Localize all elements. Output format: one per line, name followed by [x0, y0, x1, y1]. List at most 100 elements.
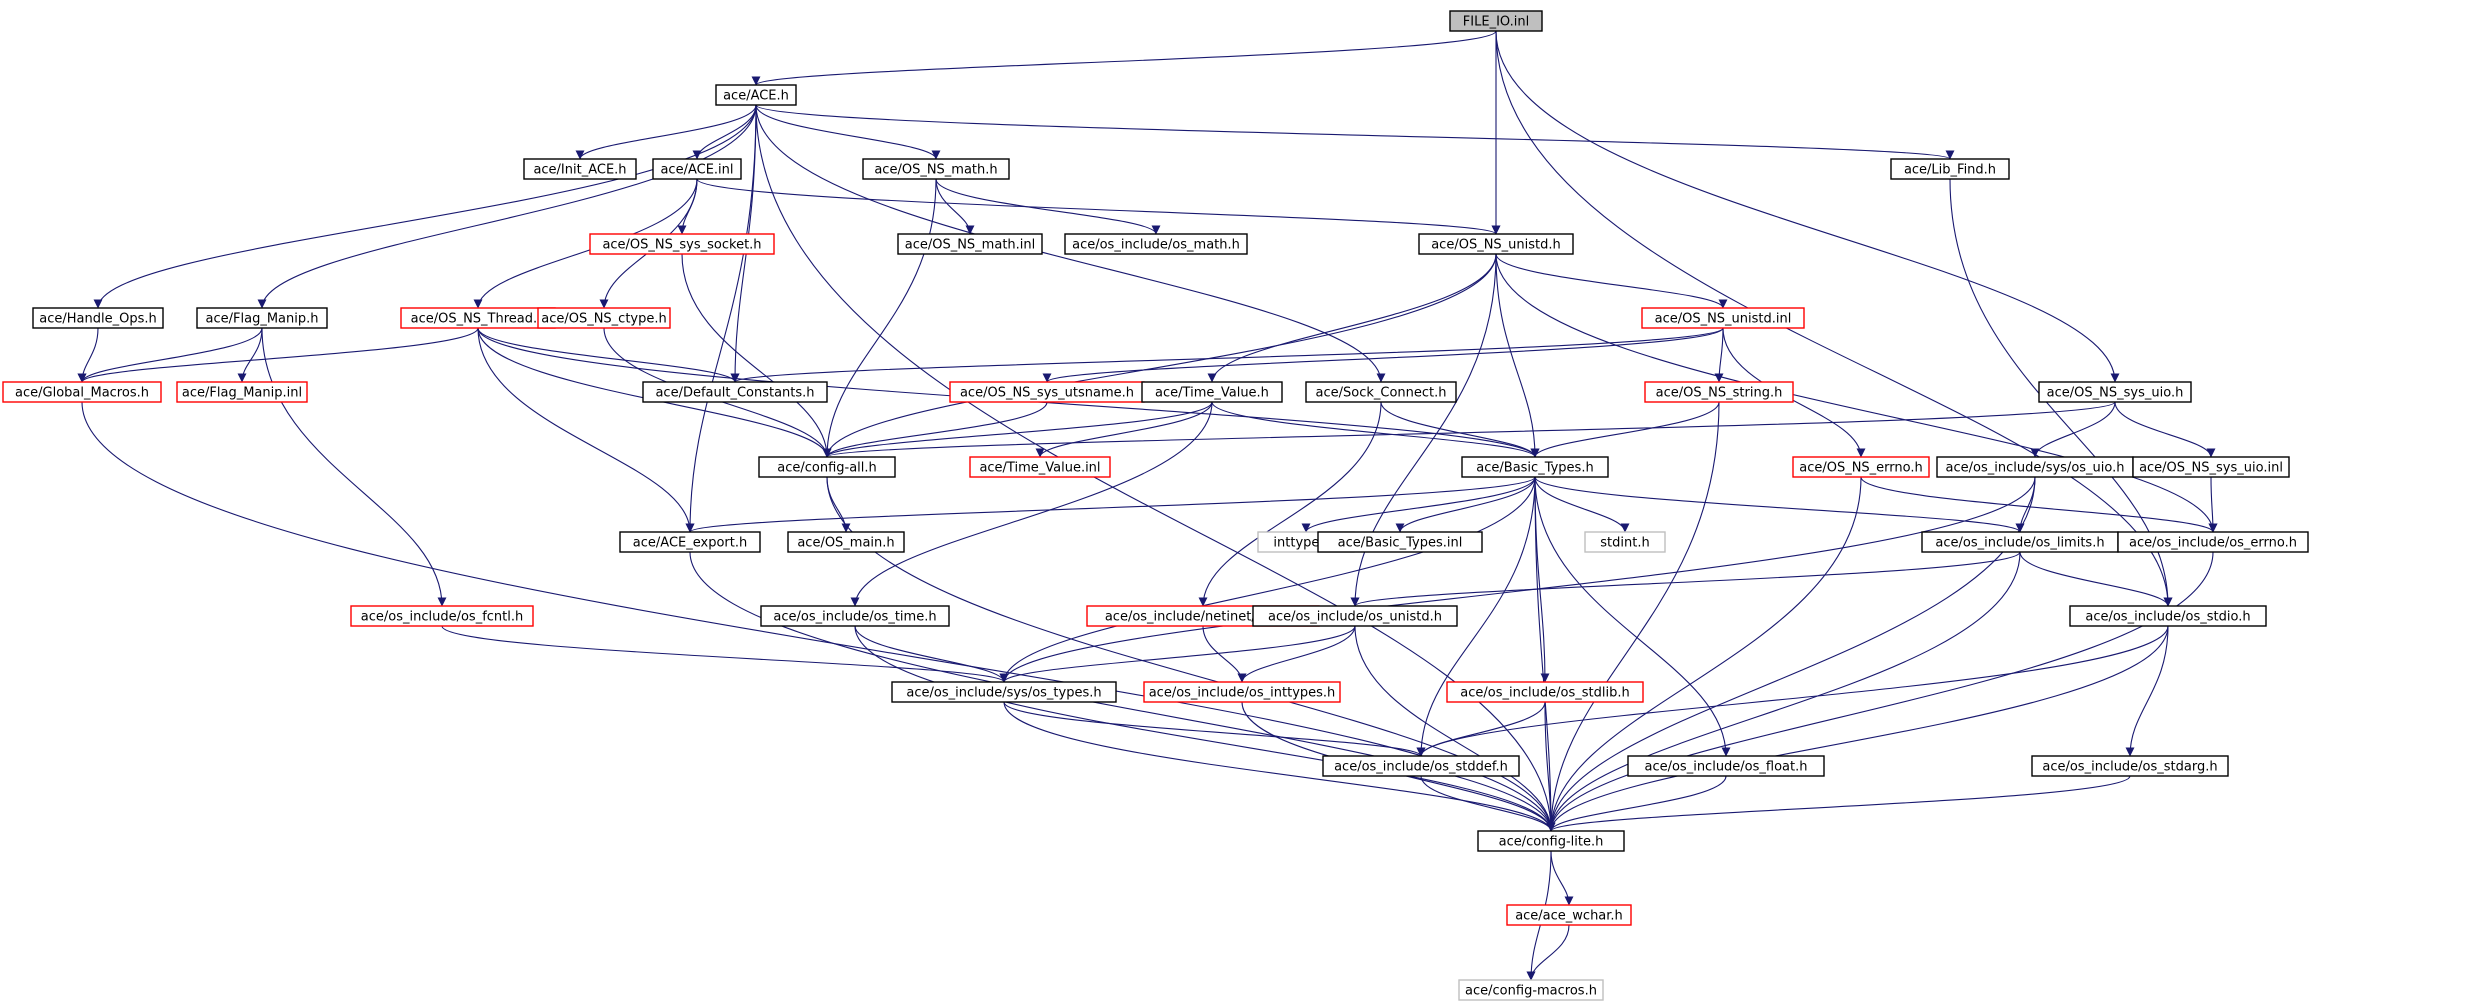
node-os-ns-unistd-inl[interactable]: ace/OS_NS_unistd.inl [1641, 307, 1805, 329]
node-os-stdlib[interactable]: ace/os_include/os_stdlib.h [1446, 681, 1644, 703]
node-label: ace/OS_NS_Thread.h [411, 312, 546, 327]
node-sys-os-uio[interactable]: ace/os_include/sys/os_uio.h [1936, 456, 2134, 478]
node-os-unistd[interactable]: ace/os_include/os_unistd.h [1252, 605, 1458, 627]
node-box [891, 681, 1117, 703]
edge-config_lite-to-ace_wchar [1550, 850, 1574, 906]
node-os-ns-math-inl[interactable]: ace/OS_NS_math.inl [897, 233, 1043, 255]
edge-os_ns_math-to-os_ns_math_inl [935, 178, 975, 235]
node-os-limits[interactable]: ace/os_include/os_limits.h [1921, 531, 2119, 553]
node-label: ace/OS_NS_unistd.h [1431, 238, 1561, 253]
node-label: ace/os_include/os_stdarg.h [2042, 760, 2217, 775]
node-box [537, 307, 671, 329]
edge-os_ns_thread-to-default_constants [477, 327, 740, 383]
node-os-stdio[interactable]: ace/os_include/os_stdio.h [2069, 605, 2267, 627]
node-label: ace/config-all.h [777, 461, 877, 476]
edge-os_ns_unistd_inl-to-os_ns_sys_utsname [1042, 327, 1724, 383]
node-label: ace/Basic_Types.h [1476, 461, 1593, 476]
node-label: FILE_IO.inl [1463, 15, 1529, 30]
edge-os_stdio-to-os_stdarg [2125, 625, 2169, 757]
node-label: ace/Flag_Manip.inl [182, 386, 302, 401]
node-label: ace/Time_Value.inl [979, 461, 1100, 476]
edge-os_limits-to-os_unistd [1350, 551, 2021, 607]
node-os-ns-thread[interactable]: ace/OS_NS_Thread.h [400, 307, 556, 329]
node-label: ace/os_include/os_inttypes.h [1149, 686, 1336, 701]
node-sys-os-types[interactable]: ace/os_include/sys/os_types.h [891, 681, 1117, 703]
node-os-ns-math[interactable]: ace/OS_NS_math.h [862, 158, 1010, 180]
node-os-float[interactable]: ace/os_include/os_float.h [1627, 755, 1825, 777]
edge-os_float-to-config_lite [1546, 775, 1727, 832]
node-os-ns-sys-uio[interactable]: ace/OS_NS_sys_uio.h [2038, 381, 2192, 403]
edge-handle_ops-to-global_macros [77, 327, 99, 383]
node-os-ns-string[interactable]: ace/OS_NS_string.h [1644, 381, 1794, 403]
node-os-stdarg[interactable]: ace/os_include/os_stdarg.h [2031, 755, 2229, 777]
edge-os_time-to-sys_os_types [854, 625, 1009, 683]
node-os-ns-sys-uio-inl[interactable]: ace/OS_NS_sys_uio.inl [2132, 456, 2290, 478]
node-label: ace/os_include/os_stddef.h [1334, 760, 1508, 775]
node-global-macros[interactable]: ace/Global_Macros.h [2, 381, 162, 403]
node-handle-ops[interactable]: ace/Handle_Ops.h [32, 307, 164, 329]
edge-os_ns_unistd-to-os_unistd [1350, 253, 1497, 607]
node-ace-wchar[interactable]: ace/ace_wchar.h [1506, 904, 1632, 926]
edge-basic_types-to-inttypes [1301, 476, 1536, 533]
edge-config_all-to-os_main [826, 476, 851, 533]
node-box [196, 307, 328, 329]
node-box [787, 531, 905, 553]
node-box [1477, 830, 1625, 852]
node-sock-connect[interactable]: ace/Sock_Connect.h [1305, 381, 1457, 403]
node-os-errno[interactable]: ace/os_include/os_errno.h [2117, 531, 2309, 553]
node-default-constants[interactable]: ace/Default_Constants.h [642, 381, 828, 403]
node-init-ace[interactable]: ace/Init_ACE.h [523, 158, 637, 180]
edge-os_ns_string-to-basic_types [1530, 401, 1720, 458]
node-time-value-inl[interactable]: ace/Time_Value.inl [969, 456, 1111, 478]
node-layer: FILE_IO.inl ace/ACE.h ace/Init_ACE.h ace/AC… [2, 10, 2309, 1001]
node-flag-manip-inl[interactable]: ace/Flag_Manip.inl [176, 381, 308, 403]
node-os-fcntl[interactable]: ace/os_include/os_fcntl.h [350, 605, 534, 627]
node-flag-manip[interactable]: ace/Flag_Manip.h [196, 307, 328, 329]
edge-os_ns_sys_uio_inl-to-os_errno [2208, 476, 2218, 533]
node-os-ns-sys-socket[interactable]: ace/OS_NS_sys_socket.h [589, 233, 775, 255]
node-ace-h[interactable]: ace/ACE.h [715, 84, 797, 106]
node-box [2038, 381, 2192, 403]
edge-ace_h-to-init_ace [575, 104, 757, 160]
node-os-inttypes[interactable]: ace/os_include/os_inttypes.h [1143, 681, 1341, 703]
node-label: ace/os_include/sys/os_types.h [906, 686, 1101, 701]
node-label: ace/os_include/os_float.h [1644, 760, 1807, 775]
node-box [1644, 381, 1794, 403]
edge-root-to-ace_h [751, 30, 1497, 86]
node-basic-types[interactable]: ace/Basic_Types.h [1461, 456, 1609, 478]
node-ace-inl[interactable]: ace/ACE.inl [652, 158, 742, 180]
node-config-lite[interactable]: ace/config-lite.h [1477, 830, 1625, 852]
node-label: ace/ACE.h [723, 89, 789, 104]
node-box [2031, 755, 2229, 777]
node-os-ns-errno[interactable]: ace/OS_NS_errno.h [1792, 456, 1930, 478]
edge-os_ns_errno-to-config_lite [1546, 476, 1862, 832]
node-basic-types-inl[interactable]: ace/Basic_Types.inl [1317, 531, 1483, 553]
node-os-stddef[interactable]: ace/os_include/os_stddef.h [1322, 755, 1520, 777]
node-box [32, 307, 164, 329]
edge-os_ns_math-to-config_all [822, 178, 937, 458]
node-os-main[interactable]: ace/OS_main.h [787, 531, 905, 553]
node-box [176, 381, 308, 403]
node-box [862, 158, 1010, 180]
node-ace-export[interactable]: ace/ACE_export.h [619, 531, 761, 553]
node-os-ns-ctype[interactable]: ace/OS_NS_ctype.h [537, 307, 671, 329]
node-os-ns-sys-utsname[interactable]: ace/OS_NS_sys_utsname.h [949, 381, 1145, 403]
edge-time_value-to-config_all [822, 401, 1213, 458]
node-label: ace/ace_wchar.h [1515, 909, 1623, 924]
node-lib-find[interactable]: ace/Lib_Find.h [1890, 158, 2010, 180]
node-box [760, 605, 950, 627]
node-config-all[interactable]: ace/config-all.h [758, 456, 896, 478]
node-box [652, 158, 742, 180]
node-label: ace/Flag_Manip.h [206, 312, 319, 327]
node-os-ns-unistd[interactable]: ace/OS_NS_unistd.h [1418, 233, 1574, 255]
edge-ace_export-to-config_lite [689, 551, 1556, 832]
node-root[interactable]: FILE_IO.inl [1449, 10, 1543, 32]
edge-basic_types-to-os_float [1534, 476, 1731, 757]
edge-os_ns_unistd-to-os_errno [1495, 253, 2218, 533]
node-os-time[interactable]: ace/os_include/os_time.h [760, 605, 950, 627]
node-box [1584, 531, 1666, 553]
node-box [1458, 979, 1604, 1001]
node-time-value[interactable]: ace/Time_Value.h [1141, 381, 1283, 403]
node-os-math[interactable]: ace/os_include/os_math.h [1064, 233, 1248, 255]
node-box [1141, 381, 1283, 403]
